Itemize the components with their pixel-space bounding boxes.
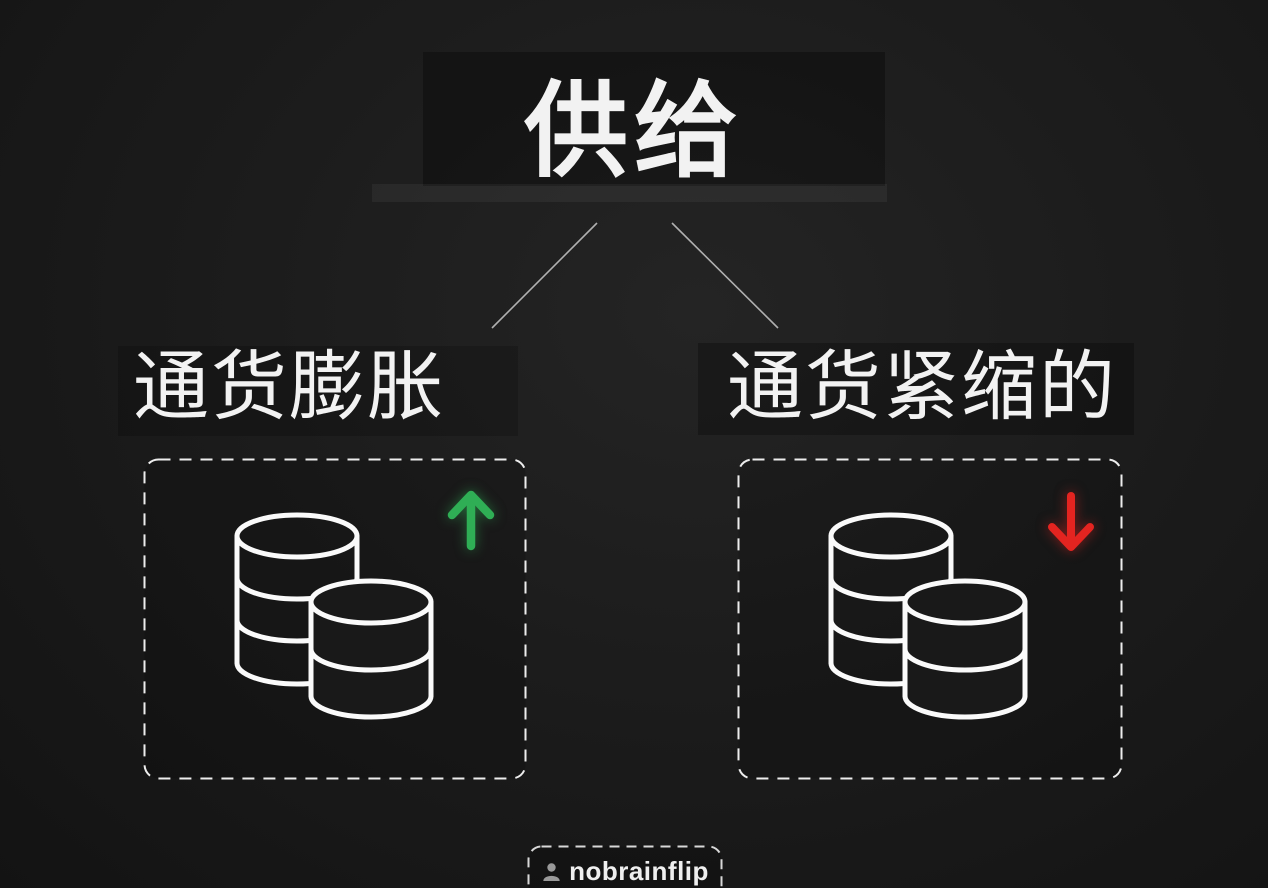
- deflation-card: [737, 458, 1123, 780]
- arrow-up-icon: [447, 490, 495, 551]
- watermark-dashed-border: [527, 845, 723, 888]
- left-connector-line: [491, 222, 598, 329]
- deflation-label: 通货紧缩的: [727, 345, 1117, 430]
- right-connector-line: [671, 222, 779, 329]
- coin-stacks-icon: [234, 512, 434, 720]
- branch-connector-lines: [491, 222, 779, 329]
- inflation-label: 通货膨胀: [133, 345, 445, 430]
- inflation-card: [143, 458, 527, 780]
- coin-stacks-icon: [828, 512, 1028, 720]
- person-icon: [543, 862, 560, 881]
- page-title: 供给: [523, 74, 744, 190]
- arrow-down-icon: [1048, 492, 1094, 551]
- watermark-badge: nobrainflip: [527, 845, 723, 888]
- watermark-handle: nobrainflip: [569, 855, 709, 886]
